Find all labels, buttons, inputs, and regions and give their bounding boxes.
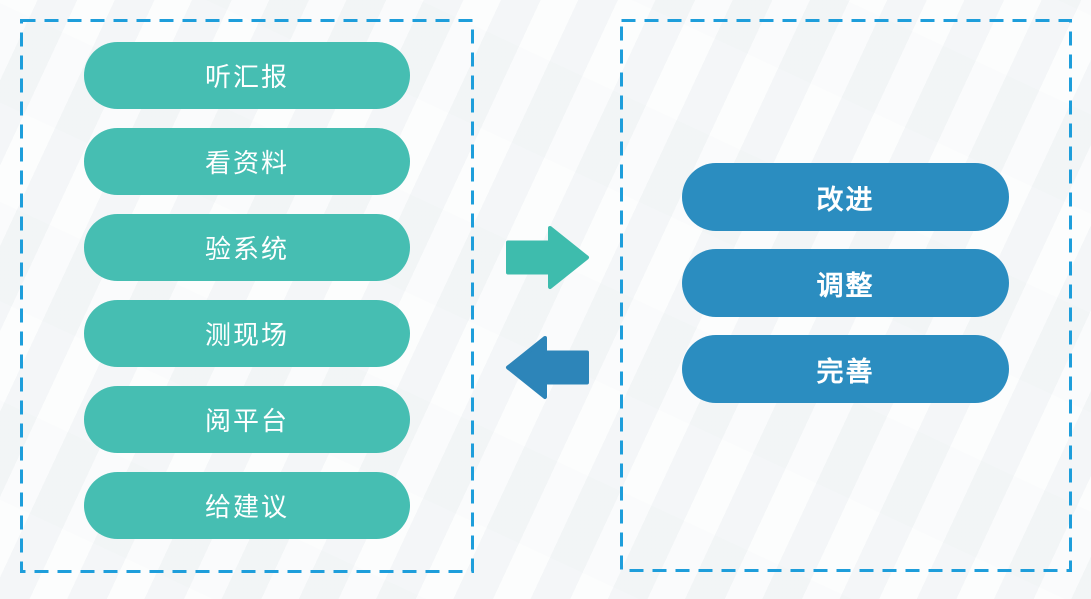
pill-label: 测现场 — [204, 320, 289, 350]
pill-review-material: 看资料 — [84, 128, 410, 195]
arrow-left-icon — [505, 335, 590, 400]
pill-give-suggestion: 给建议 — [84, 472, 410, 539]
pill-listen-report: 听汇报 — [84, 42, 410, 109]
pill-read-platform: 阅平台 — [84, 386, 410, 453]
pill-improve: 改进 — [682, 163, 1009, 231]
pill-label: 调整 — [816, 270, 875, 301]
pill-test-site: 测现场 — [84, 300, 410, 367]
right-panel-dashed-border — [620, 19, 1072, 572]
pill-label: 听汇报 — [204, 62, 289, 92]
arrow-right-icon — [505, 225, 590, 290]
pill-label: 验系统 — [204, 234, 289, 264]
pill-perfect: 完善 — [682, 335, 1009, 403]
pill-label: 完善 — [816, 356, 875, 387]
left-panel-dashed-border — [20, 19, 474, 573]
right-panel: 改进 调整 完善 — [620, 19, 1072, 572]
pill-label: 改进 — [816, 184, 875, 215]
pill-label: 看资料 — [204, 148, 289, 178]
pill-label: 阅平台 — [204, 406, 289, 436]
pill-label: 给建议 — [204, 492, 289, 522]
pill-adjust: 调整 — [682, 249, 1009, 317]
pill-verify-system: 验系统 — [84, 214, 410, 281]
left-panel: 听汇报 看资料 验系统 测现场 阅平台 给建议 — [20, 19, 474, 573]
